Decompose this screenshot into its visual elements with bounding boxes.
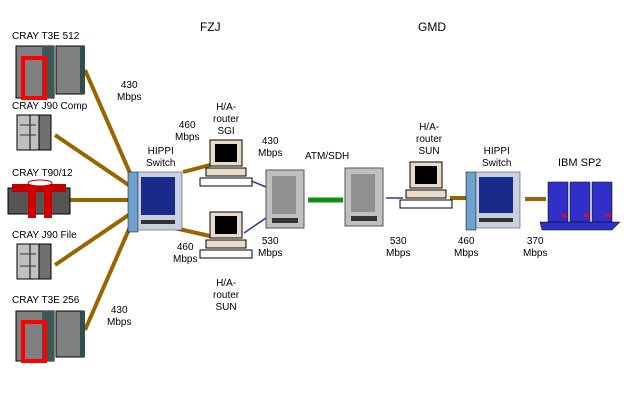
label-cray-t90: CRAY T90/12 bbox=[12, 168, 73, 179]
rate-sun-atm: 530 Mbps bbox=[258, 236, 283, 259]
ibm-sp2-icon bbox=[539, 181, 621, 231]
label-hippi-switch-fzj: HIPPI Switch bbox=[146, 146, 176, 169]
label-atm-sdh: ATM/SDH bbox=[305, 151, 350, 162]
label-hippi-switch-gmd: HIPPI Switch bbox=[482, 146, 512, 169]
label-cray-j90-file: CRAY J90 File bbox=[12, 230, 77, 241]
router-sgi-icon bbox=[199, 139, 253, 187]
link-switch-sgi bbox=[182, 163, 211, 174]
link-sun-atm bbox=[243, 217, 267, 234]
label-cray-t3e-512: CRAY T3E 512 bbox=[12, 31, 80, 42]
cray-j90-file-icon bbox=[16, 243, 52, 280]
link-t3e512-switch bbox=[83, 69, 135, 181]
label-router-sun-gmd: H/A- router SUN bbox=[416, 122, 443, 157]
hippi-switch-fzj-icon bbox=[127, 171, 183, 233]
cray-t3e-256-icon bbox=[15, 310, 85, 363]
label-cray-t3e-256: CRAY T3E 256 bbox=[12, 295, 80, 306]
atm-device-fzj-icon bbox=[265, 169, 305, 229]
rate-sgi-atm: 430 Mbps bbox=[258, 136, 283, 159]
rate-atm-gmdsun: 530 Mbps bbox=[386, 236, 411, 259]
cray-t3e-512-icon bbox=[15, 45, 85, 100]
rate-gmdsun-switch: 460 Mbps bbox=[454, 236, 479, 259]
hippi-switch-gmd-icon bbox=[465, 171, 521, 231]
label-router-sgi: H/A- router SGI bbox=[213, 102, 240, 137]
label-router-sun-fzj: H/A- router SUN bbox=[213, 278, 240, 313]
router-sun-gmd-icon bbox=[399, 161, 453, 209]
hippi-links bbox=[53, 69, 546, 331]
cray-t90-icon bbox=[7, 179, 71, 218]
label-ibm-sp2: IBM SP2 bbox=[558, 157, 602, 169]
site-label-fzj: FZJ bbox=[200, 20, 221, 34]
rate-switch-sp2: 370 Mbps bbox=[523, 236, 548, 259]
cray-j90-comp-icon bbox=[16, 114, 52, 151]
atm-device-gmd-icon bbox=[344, 167, 384, 227]
site-label-gmd: GMD bbox=[418, 20, 446, 34]
rate-t3e256: 430 Mbps bbox=[107, 305, 132, 328]
label-cray-j90-comp: CRAY J90 Comp bbox=[12, 101, 88, 112]
rate-switch-sun: 460 Mbps bbox=[173, 242, 198, 265]
rate-t3e512: 430 Mbps bbox=[117, 80, 142, 103]
rate-switch-sgi: 460 Mbps bbox=[175, 120, 200, 143]
link-t3e256-switch bbox=[83, 219, 135, 331]
link-j90comp-switch bbox=[53, 133, 135, 190]
router-sun-fzj-icon bbox=[199, 211, 253, 259]
link-j90file-switch bbox=[53, 210, 135, 267]
